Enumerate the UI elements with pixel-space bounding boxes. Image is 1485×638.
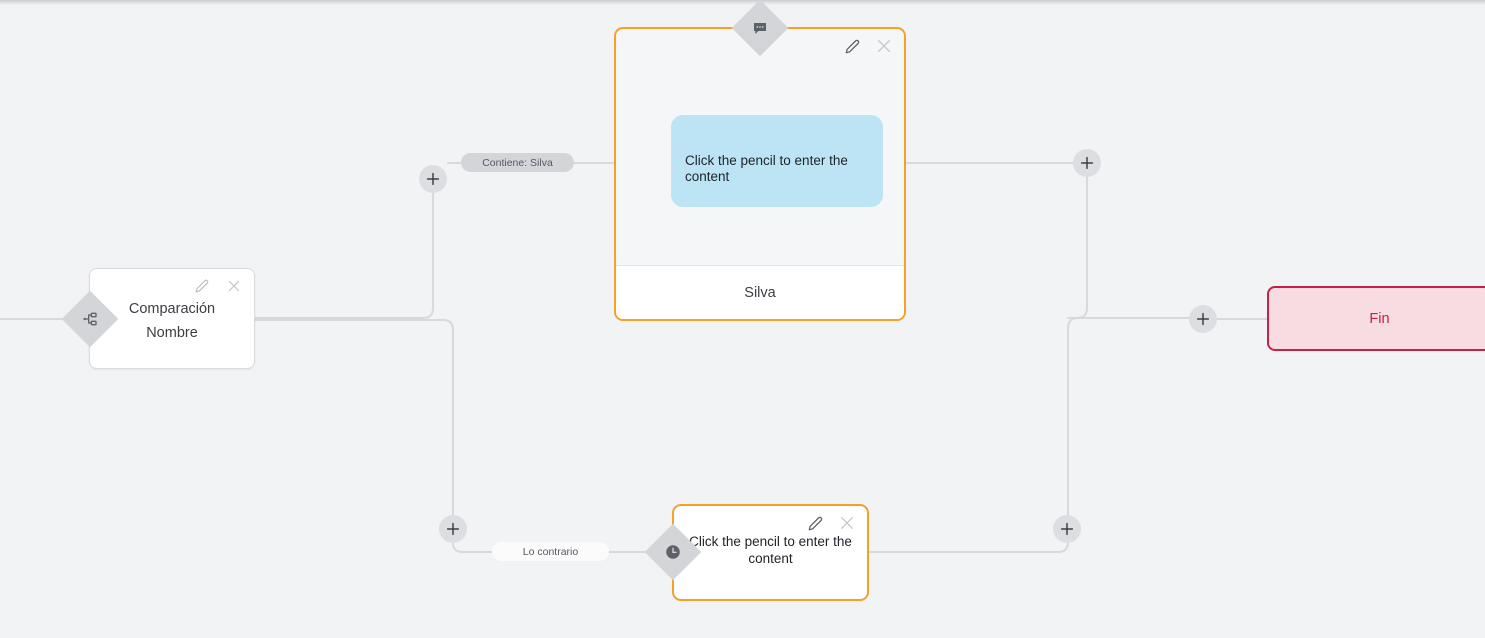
node-espera[interactable]: Click the pencil to enter the content <box>672 504 869 601</box>
edge-label-true[interactable]: Contiene: Silva <box>461 153 574 172</box>
node-mensaje-footer: Silva <box>616 265 904 319</box>
close-icon[interactable] <box>226 278 242 294</box>
add-node-button-after-wait[interactable] <box>1053 515 1081 543</box>
plus-icon <box>425 171 441 187</box>
node-comparacion-title: Comparación <box>128 301 216 317</box>
top-edge-strip <box>0 0 1485 5</box>
plus-icon <box>1059 521 1075 537</box>
node-espera-text: Click the pencil to enter the content <box>689 534 852 566</box>
add-node-button-true-branch[interactable] <box>419 165 447 193</box>
branch-split-icon <box>82 311 98 327</box>
node-espera-badge[interactable] <box>644 523 702 581</box>
pencil-icon[interactable] <box>807 515 823 531</box>
node-mensaje-actions <box>844 38 892 54</box>
node-comparacion-subtitle: Nombre <box>146 325 198 341</box>
node-comparacion-actions <box>194 278 242 294</box>
plus-icon <box>1195 311 1211 327</box>
clock-icon <box>664 543 682 561</box>
close-icon[interactable] <box>839 515 855 531</box>
plus-icon <box>445 521 461 537</box>
pencil-icon[interactable] <box>844 38 860 54</box>
node-mensaje[interactable]: Click the pencil to enter the content Si… <box>614 27 906 321</box>
message-bubble: Click the pencil to enter the content <box>671 115 883 207</box>
close-icon[interactable] <box>876 38 892 54</box>
node-mensaje-badge[interactable] <box>731 0 789 57</box>
node-comparacion-badge[interactable] <box>61 290 119 348</box>
pencil-icon[interactable] <box>194 278 210 294</box>
add-node-button-false-branch[interactable] <box>439 515 467 543</box>
chat-bubble-icon <box>752 20 768 36</box>
node-fin-label: Fin <box>1369 310 1390 327</box>
node-fin[interactable]: Fin <box>1267 286 1485 351</box>
node-espera-actions <box>807 515 855 531</box>
edge-label-false[interactable]: Lo contrario <box>492 542 609 561</box>
add-node-button-after-message[interactable] <box>1073 149 1101 177</box>
plus-icon <box>1079 155 1095 171</box>
add-node-button-before-end[interactable] <box>1189 305 1217 333</box>
